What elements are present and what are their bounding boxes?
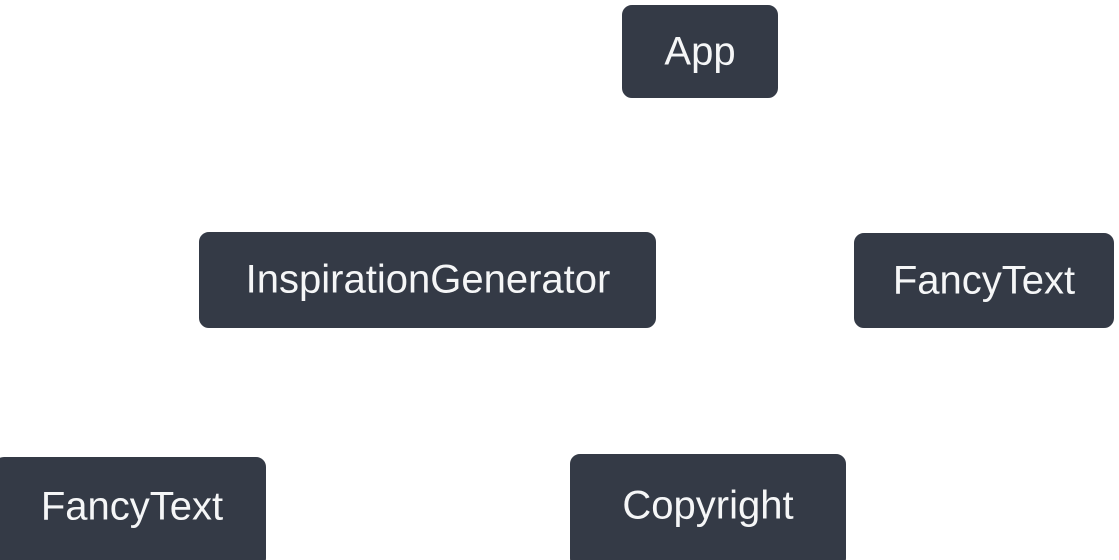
node-copyright[interactable]: Copyright — [566, 450, 850, 560]
edge-label-app-to-fancytext-right: renders — [810, 154, 895, 182]
edge-group — [130, 98, 986, 457]
node-copyright-box[interactable] — [566, 450, 850, 560]
edge-inspiration-generator-to-fancytext-bottom-left-seg — [130, 393, 214, 457]
node-fancytext-right-box[interactable] — [850, 229, 1118, 332]
edge-label-app-to-inspiration-generator: renders — [516, 154, 601, 182]
node-fancytext-bottom-box[interactable] — [0, 453, 270, 560]
edge-label-inspiration-generator-to-copyright: renders — [526, 380, 611, 408]
node-fancytext-right[interactable]: FancyText — [850, 229, 1118, 332]
node-inspiration-generator[interactable]: InspirationGenerator — [195, 228, 660, 332]
node-copyright-label: Copyright — [622, 484, 793, 528]
edge-inspiration-generator-to-fancytext-bottom-right-seg — [329, 382, 419, 397]
node-fancytext-bottom[interactable]: FancyText — [0, 453, 270, 560]
node-inspiration-generator-label: InspirationGenerator — [246, 258, 611, 302]
edge-app-to-inspiration-generator-left-seg — [415, 167, 502, 232]
edge-app-to-fancytext-right-right-seg — [909, 167, 986, 233]
edge-app-to-inspiration-generator-right-seg — [614, 156, 702, 171]
node-app[interactable]: App — [618, 1, 782, 102]
node-fancytext-bottom-label: FancyText — [41, 485, 223, 529]
node-inspiration-generator-box[interactable] — [195, 228, 660, 332]
edge-label-inspiration-generator-to-fancytext-bottom: renders — [229, 380, 314, 408]
node-app-box[interactable] — [618, 1, 782, 102]
edge-label-group: renders renders renders renders — [229, 154, 895, 408]
edge-app-to-fancytext-right-left-seg — [698, 156, 796, 171]
edge-inspiration-generator-to-copyright-left-seg — [415, 382, 510, 397]
node-app-label: App — [664, 30, 735, 74]
edge-inspiration-generator-to-copyright-right-seg — [627, 393, 710, 454]
node-fancytext-right-label: FancyText — [893, 259, 1075, 303]
